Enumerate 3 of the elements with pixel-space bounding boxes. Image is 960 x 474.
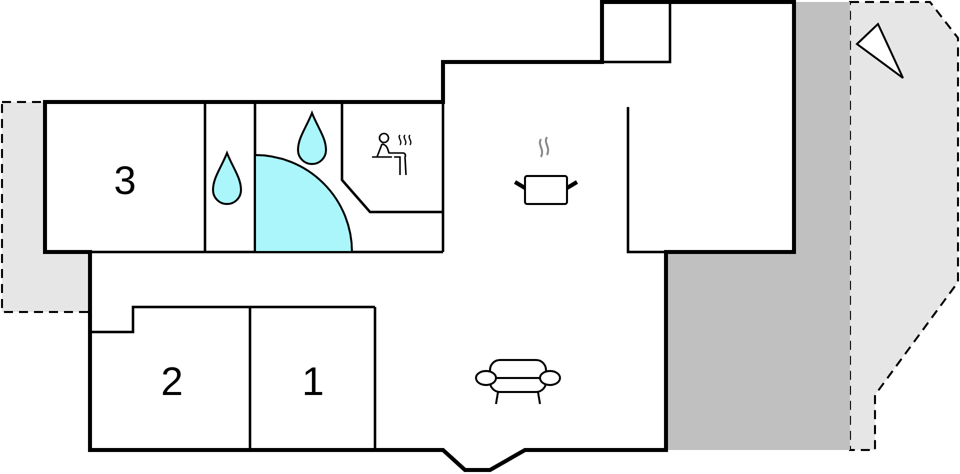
room-number: 2 [157,362,187,402]
room-number: 1 [298,362,328,402]
room-number: 3 [110,161,140,201]
